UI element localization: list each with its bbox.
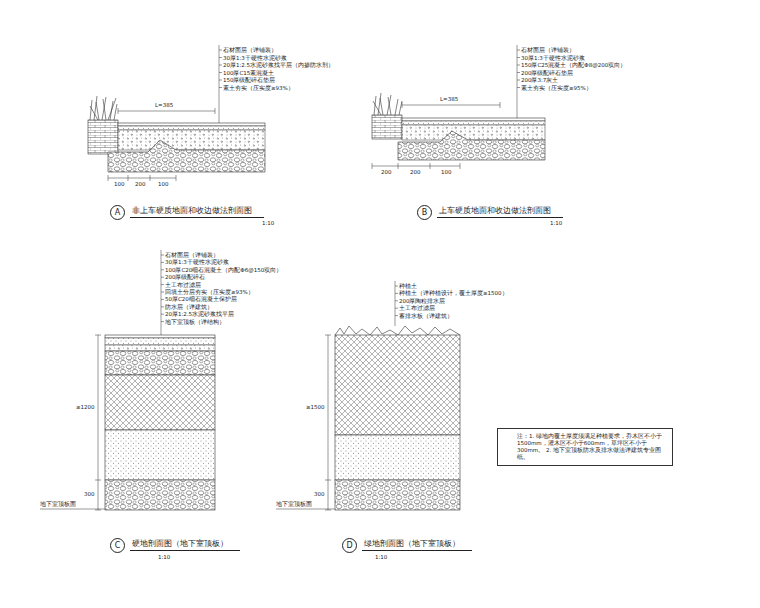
drawing-label: 土工布过滤层 xyxy=(165,282,201,289)
drawing-label: 200 xyxy=(410,169,421,176)
drawing-label: 200厚陶粒排水层 xyxy=(399,298,446,305)
drawing-label: 100厚C15素混凝土 xyxy=(223,70,274,77)
drawing-label: 50厚C20细石混凝土保护层 xyxy=(165,296,237,303)
drawing-label: 种植土 xyxy=(399,283,417,290)
drawing-label: 素土夯实（压实度≥95%） xyxy=(521,85,592,92)
drawing-label: 防水层（详建筑） xyxy=(165,304,213,311)
drawing-label: 150厚级配碎石垫层 xyxy=(223,77,276,84)
section-marker: D 绿地剖面图（地下室顶板） xyxy=(342,536,472,554)
drawing-label: 回填土分层夯实（压实度≥93%） xyxy=(165,289,254,296)
drawing-label: 1:10 xyxy=(262,220,274,227)
drawing-label: 100 xyxy=(114,181,125,188)
drawing-label: 1:10 xyxy=(158,554,170,561)
drawing-label: 150厚C25混凝土（内配Φ8@200双向） xyxy=(521,62,626,69)
drawing-label: 地下室顶板面 xyxy=(276,501,312,508)
drawing-label: 200 xyxy=(381,169,392,176)
drawing-label: ≥1500 xyxy=(306,404,325,411)
section-letter: B xyxy=(417,205,432,220)
drawing-label: 200厚级配碎石垫层 xyxy=(521,70,574,77)
drawing-label: 素土夯实（压实度≥93%） xyxy=(223,85,294,92)
drawing-label: 100厚C20细石混凝土（内配Φ6@150双向） xyxy=(165,267,282,274)
section-marker: A 非上车硬质地面和收边做法剖面图 xyxy=(110,203,264,221)
drawing-label: 100 xyxy=(158,181,169,188)
drawing-label: 20厚1:2.5水泥砂浆找平层 xyxy=(165,311,234,318)
section-title: 上车硬质地面和收边做法剖面图 xyxy=(437,206,563,218)
drawing-label: 石材面层（详铺装） xyxy=(165,252,219,259)
drawing-label: 1:10 xyxy=(550,220,562,227)
drawing-label: 蓄排水板（详建筑） xyxy=(399,313,453,320)
drawing-label: L=385 xyxy=(155,102,173,109)
drawing-label: 30厚1:3干硬性水泥砂浆 xyxy=(521,55,585,62)
note-box: 注：1. 绿地内覆土厚度须满足种植要求，乔木区不小于1500mm，灌木区不小于6… xyxy=(497,428,673,466)
section-marker: C 硬地剖面图（地下室顶板） xyxy=(110,536,240,554)
drawing-label: 20厚1:2.5水泥砂浆找平层（内掺防水剂） xyxy=(223,62,334,69)
drawing-label: 1:10 xyxy=(375,554,387,561)
drawing-label: 200厚级配碎石 xyxy=(165,274,206,281)
drawing-label: 100 xyxy=(441,169,452,176)
drawing-label: L=385 xyxy=(440,96,458,103)
drawing-label: 土工布过滤层 xyxy=(399,305,435,312)
note-text: 注：1. 绿地内覆土厚度须满足种植要求，乔木区不小于1500mm，灌木区不小于6… xyxy=(517,433,667,461)
drawing-label: 地下室顶板（详结构） xyxy=(165,319,225,326)
drawing-label: ≥1200 xyxy=(76,404,95,411)
section-letter: C xyxy=(110,538,125,553)
section-letter: A xyxy=(110,205,125,220)
drawing-label: 300 xyxy=(314,491,325,498)
section-title: 非上车硬质地面和收边做法剖面图 xyxy=(130,206,264,218)
section-letter: D xyxy=(342,538,357,553)
drawing-label: 300 xyxy=(84,491,95,498)
drawing-label: 200厚3:7灰土 xyxy=(521,77,558,84)
section-marker: B 上车硬质地面和收边做法剖面图 xyxy=(417,203,563,221)
drawing-label: 地下室顶板面 xyxy=(40,501,76,508)
drawing-label: 30厚1:3干硬性水泥砂浆 xyxy=(223,55,287,62)
drawing-label: 30厚1:3干硬性水泥砂浆 xyxy=(165,259,229,266)
drawing-label: 200 xyxy=(135,181,146,188)
drawing-label: 种植土（详种植设计，覆土厚度≥1500） xyxy=(399,290,508,297)
drawing-label: 石材面层（详铺装） xyxy=(223,47,277,54)
drawing-label: 石材面层（详铺装） xyxy=(521,47,575,54)
section-title: 绿地剖面图（地下室顶板） xyxy=(362,539,472,551)
section-title: 硬地剖面图（地下室顶板） xyxy=(130,539,240,551)
